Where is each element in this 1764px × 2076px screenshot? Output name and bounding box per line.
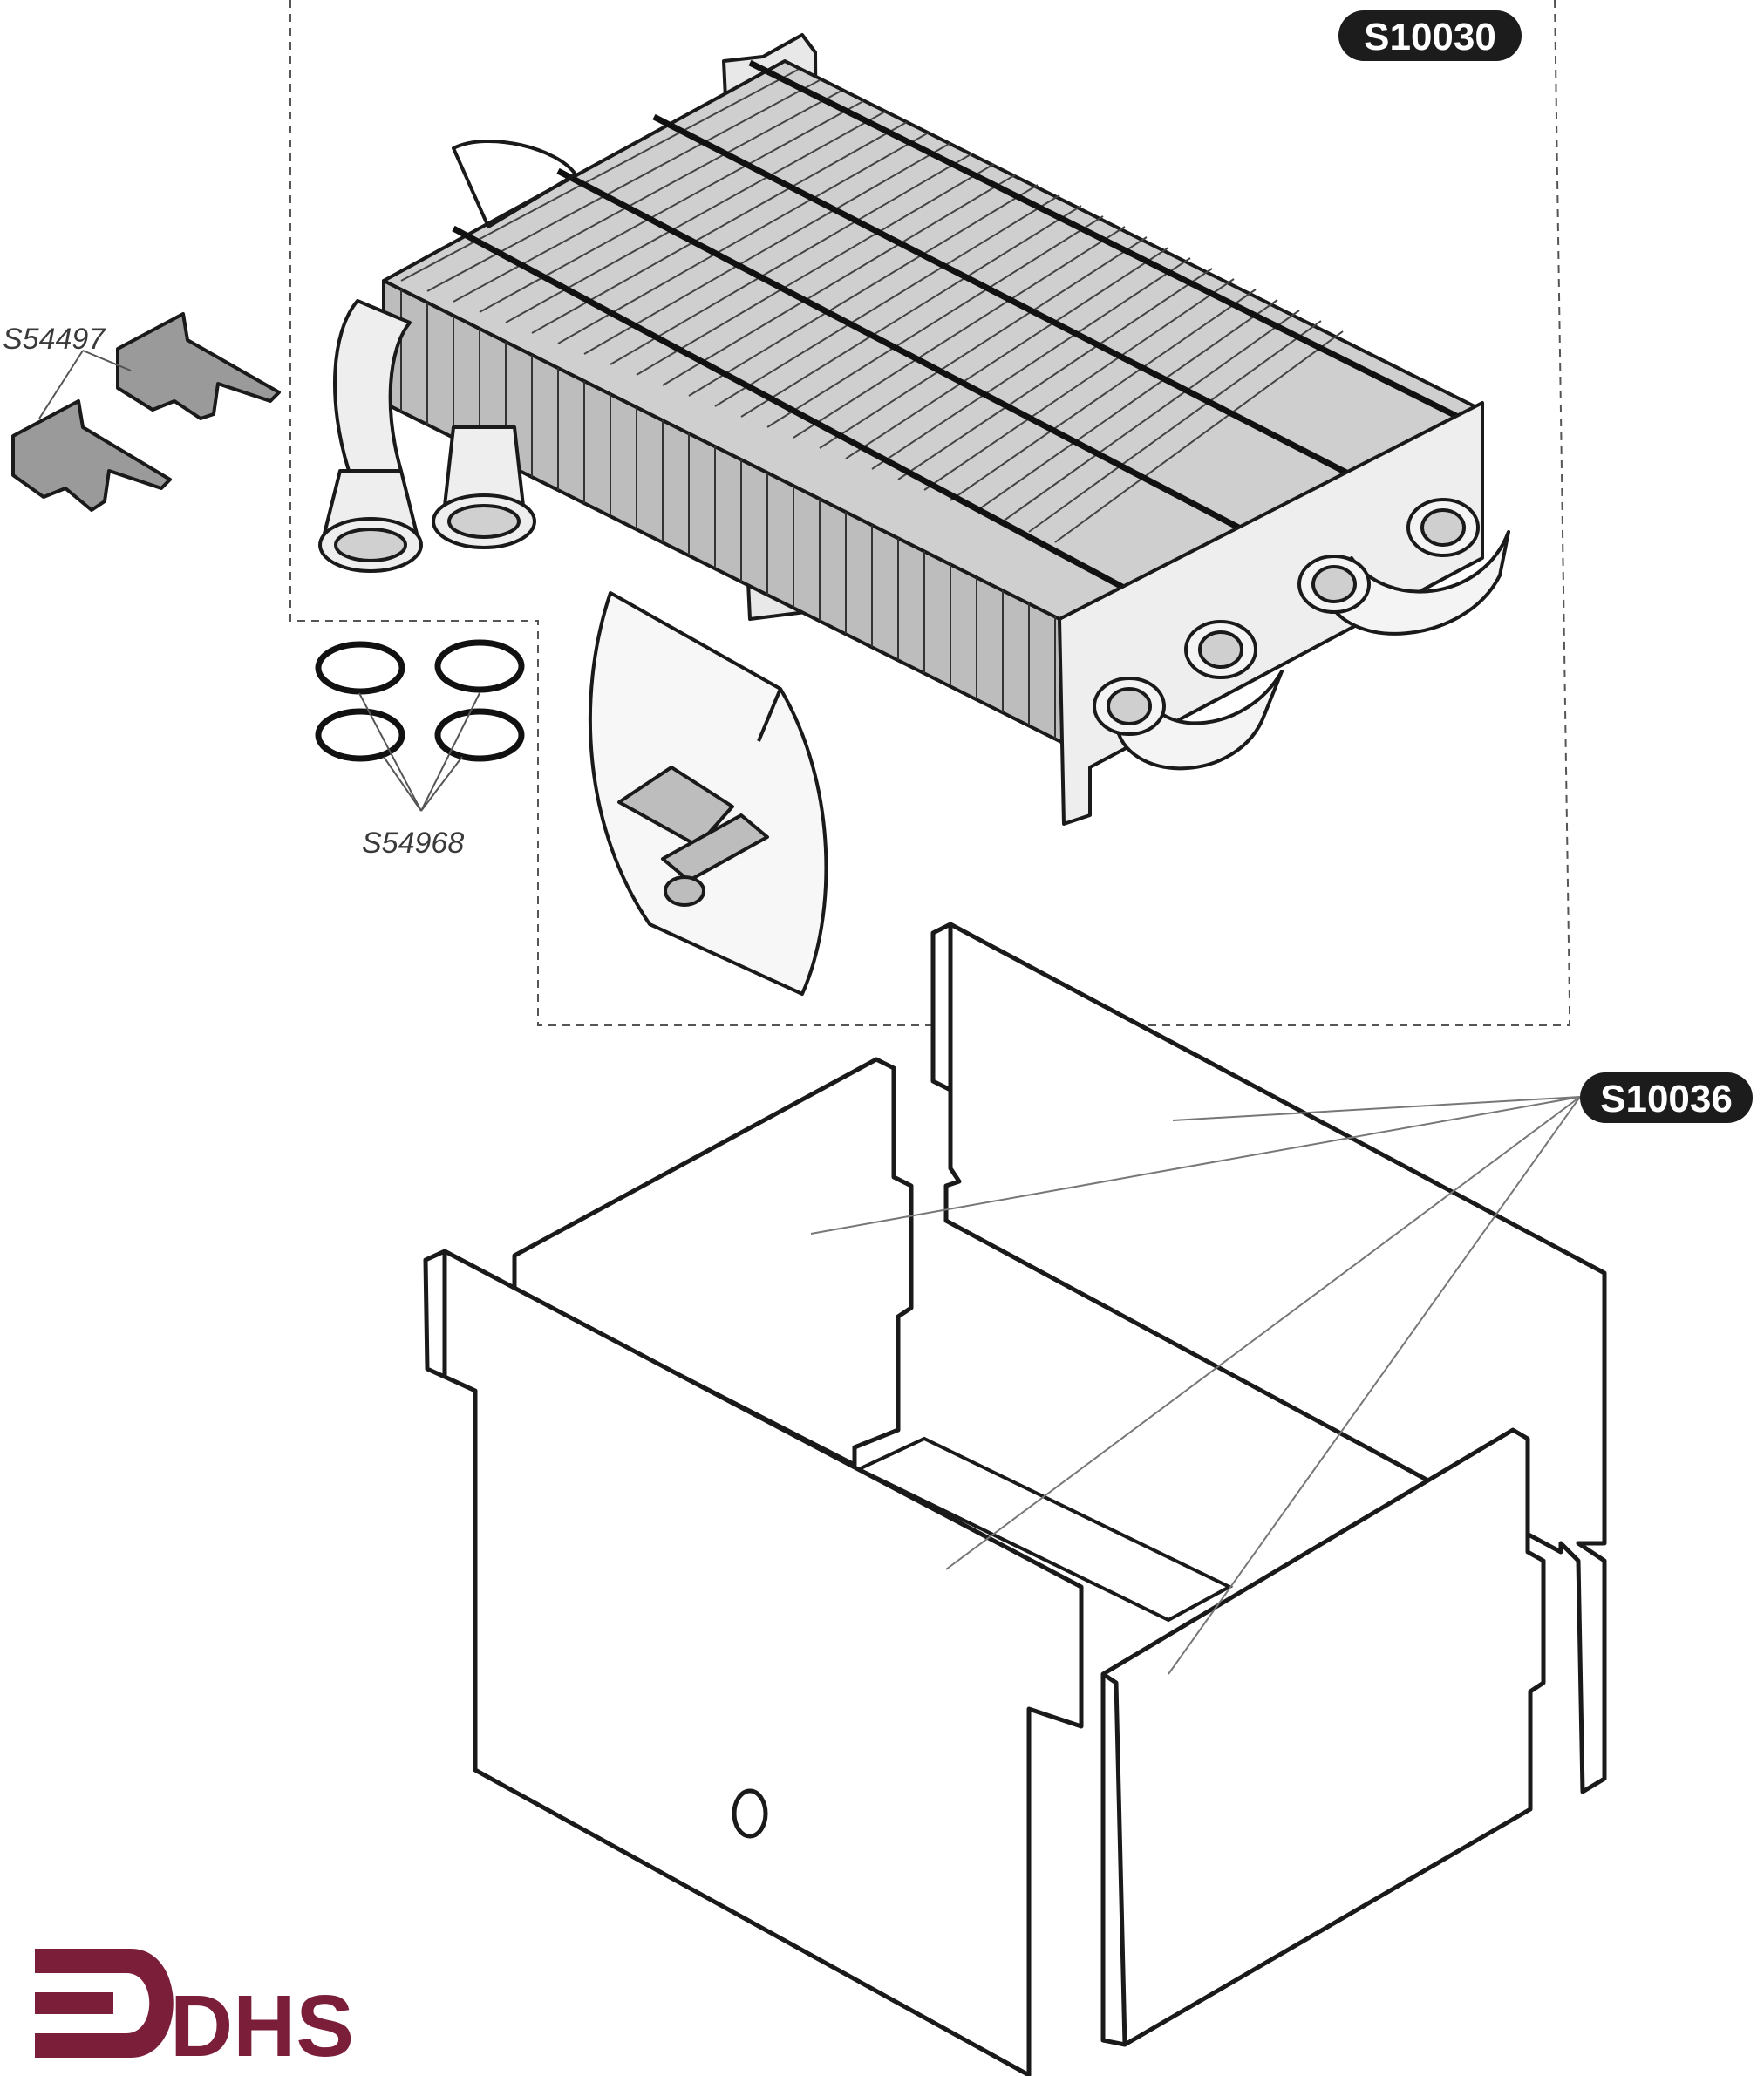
label-s54968: S54968 <box>362 827 464 860</box>
clip-upper <box>116 312 281 420</box>
svg-text:S10030: S10030 <box>1364 16 1496 58</box>
label-s10036: S10036 <box>1580 1072 1753 1123</box>
o-rings <box>315 639 525 762</box>
grease-sachet <box>588 591 828 996</box>
panel-leader-lines <box>810 1096 1581 1675</box>
label-s10030: S10030 <box>1338 10 1522 61</box>
dhs-logo-mark <box>35 1949 174 2058</box>
insulation-panel-right <box>1100 1427 1546 2047</box>
label-s54497: S54497 <box>3 323 106 356</box>
insulation-panel-front <box>423 1249 1084 2076</box>
o-ring <box>315 641 405 695</box>
dhs-logo: DHS <box>35 1949 354 2075</box>
clip-leader-lines <box>38 350 132 419</box>
clip-lower <box>11 399 172 512</box>
insulation-panel-floor <box>855 1436 1234 1623</box>
insulation-panel-back <box>930 922 1607 1794</box>
o-ring <box>434 639 525 693</box>
svg-text:S10036: S10036 <box>1600 1078 1733 1120</box>
heat-exchanger <box>318 33 1510 826</box>
dhs-logo-text: DHS <box>170 1977 354 2075</box>
o-ring <box>434 708 525 762</box>
o-ring-leader-lines <box>358 692 480 812</box>
kit-boundary-dashed <box>289 0 1570 1026</box>
o-ring <box>315 708 405 762</box>
panel-hole <box>732 1788 768 1839</box>
